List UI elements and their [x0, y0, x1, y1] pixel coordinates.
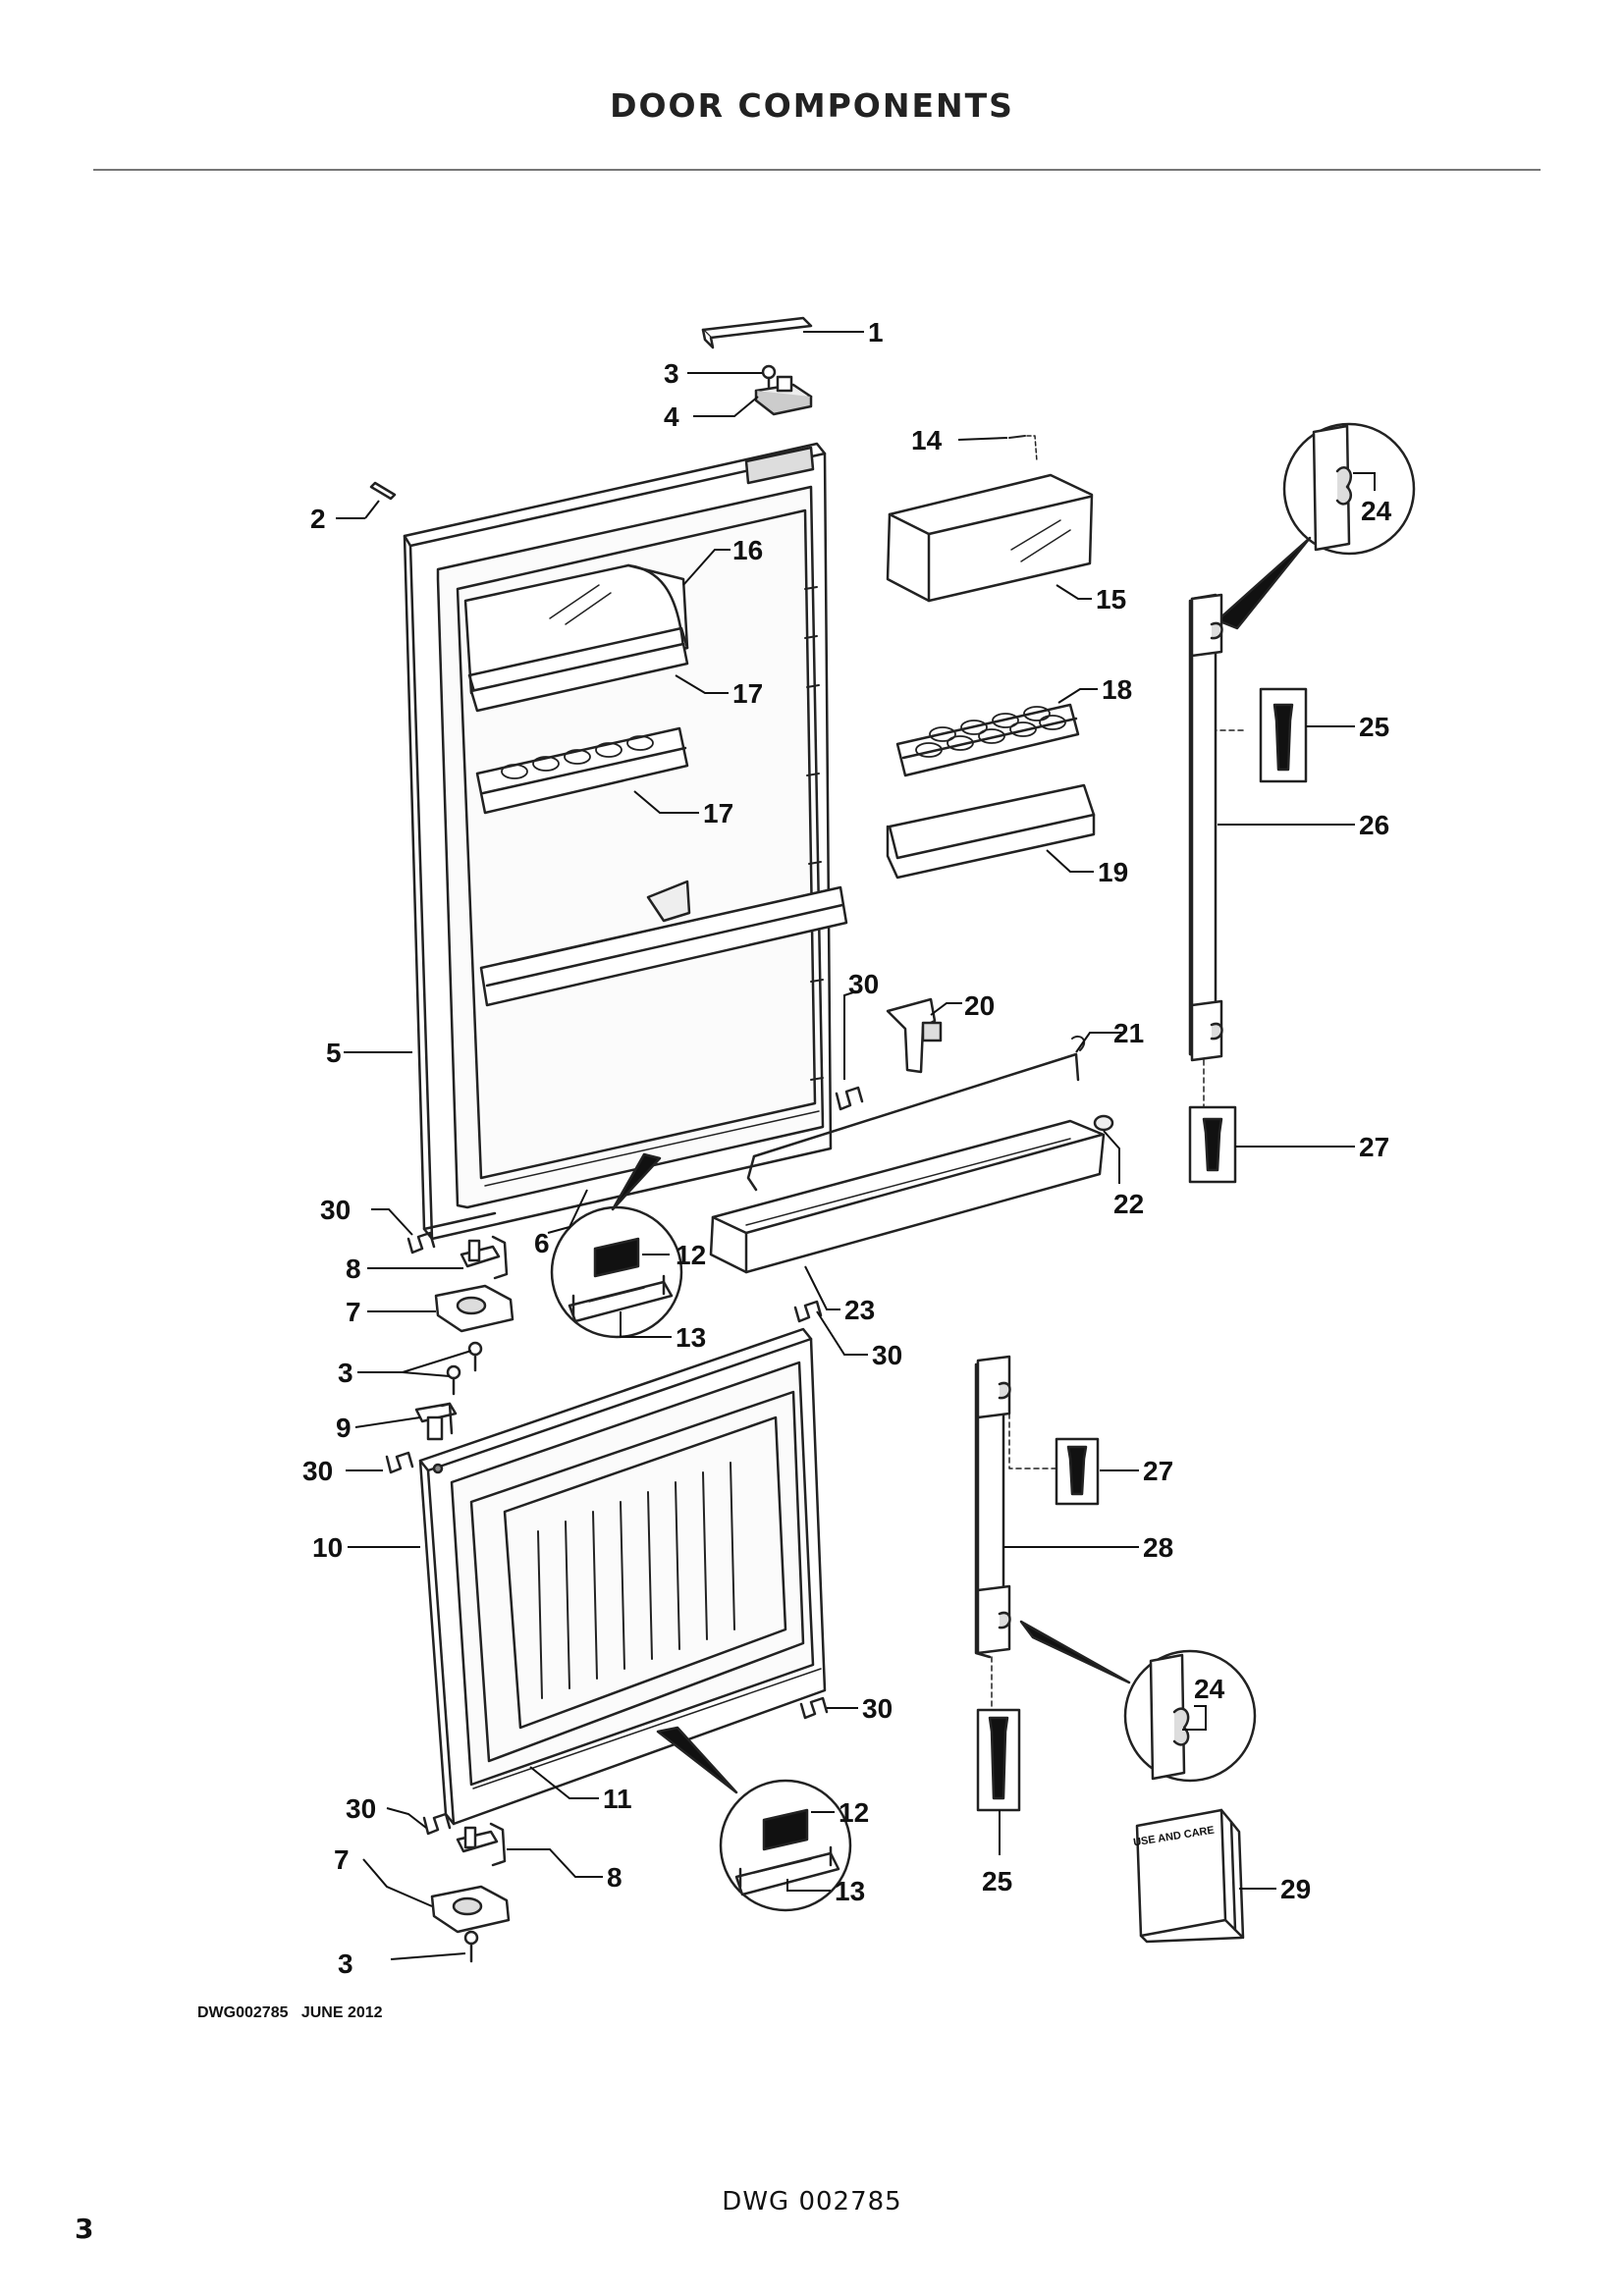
callout-17-middle: 17 — [703, 798, 733, 828]
callout-22: 22 — [1113, 1189, 1144, 1219]
part-top-hinge-cover — [701, 316, 813, 349]
part-door-shelf-upper — [469, 642, 689, 713]
callout-3-middle: 3 — [338, 1358, 353, 1388]
leader-lines — [336, 331, 1376, 1960]
part-bottom-hinge-screw — [463, 1930, 479, 1963]
callout-1: 1 — [868, 317, 884, 347]
part-clip-lower-middle — [793, 1300, 823, 1323]
part-handle-screw-upper — [1259, 687, 1308, 783]
title-divider — [93, 169, 1541, 171]
part-clip-upper-left — [406, 1231, 436, 1255]
part-freezer-handle-screw-lower — [976, 1708, 1021, 1812]
part-bottle-bin — [709, 1119, 1106, 1274]
part-small-door-shelf — [886, 783, 1096, 880]
part-plug-detail-upper — [550, 1152, 683, 1339]
callout-18: 18 — [1102, 674, 1132, 705]
part-use-and-care-manual — [1135, 1808, 1245, 1944]
drawing-code-date: DWG002785 JUNE 2012 — [197, 2004, 383, 2021]
part-top-hinge-bracket — [754, 375, 813, 416]
callout-25-lower: 25 — [982, 1866, 1012, 1896]
part-fridge-door — [403, 442, 833, 1241]
callout-7-upper: 7 — [346, 1297, 361, 1327]
part-clip-freezer-right — [799, 1696, 829, 1720]
callout-6: 6 — [534, 1228, 550, 1258]
callout-2: 2 — [310, 504, 326, 534]
callout-12-upper: 12 — [676, 1240, 706, 1270]
callout-28: 28 — [1143, 1532, 1173, 1563]
callout-30-d: 30 — [302, 1456, 333, 1486]
callout-30-e: 30 — [862, 1693, 893, 1724]
part-butter-compartment-cover — [886, 473, 1094, 603]
part-door-pin — [369, 481, 397, 501]
part-middle-hinge-screws — [446, 1341, 483, 1396]
callout-11: 11 — [603, 1784, 632, 1814]
part-clip-upper-middle — [835, 1086, 864, 1111]
callout-26: 26 — [1359, 810, 1389, 840]
part-middle-hinge — [434, 1284, 514, 1333]
callout-24-upper: 24 — [1361, 496, 1392, 526]
part-freezer-handle-screw-upper — [1055, 1437, 1100, 1506]
part-bottom-hinge-pin — [456, 1822, 507, 1867]
part-dairy-compartment — [463, 563, 689, 697]
callout-3-bottom: 3 — [338, 1949, 353, 1979]
callout-17-upper: 17 — [732, 678, 763, 709]
part-top-hinge-screw — [761, 364, 777, 393]
part-freezer-hinge — [414, 1402, 458, 1441]
callout-14: 14 — [911, 425, 943, 455]
part-fridge-door-handle — [1188, 593, 1246, 1110]
callout-25-upper: 25 — [1359, 712, 1389, 742]
callout-29: 29 — [1280, 1874, 1311, 1904]
part-clip-freezer-left — [422, 1812, 452, 1836]
part-freezer-door — [418, 1327, 827, 1826]
part-middle-hinge-pin — [460, 1235, 509, 1280]
callout-27-upper: 27 — [1359, 1132, 1389, 1162]
callout-labels: 1 3 4 14 2 16 15 24 17 18 25 17 26 19 30… — [302, 317, 1392, 1979]
footer-drawing-number: DWG 002785 — [722, 2187, 902, 2216]
part-door-gasket — [484, 1110, 820, 1187]
part-handle-screw-lower — [1188, 1105, 1237, 1184]
callout-30-c: 30 — [872, 1340, 902, 1370]
part-bottle-rail — [746, 1035, 1086, 1192]
callout-27-lower: 27 — [1143, 1456, 1173, 1486]
callout-16: 16 — [732, 535, 763, 565]
callout-13-upper: 13 — [676, 1322, 706, 1353]
part-large-door-bin — [479, 880, 848, 1007]
callout-30-b: 30 — [320, 1195, 351, 1225]
part-plug-detail-lower — [656, 1726, 852, 1912]
part-door-shelf-middle — [475, 726, 689, 815]
callout-7-lower: 7 — [334, 1844, 350, 1875]
part-bottom-hinge — [430, 1885, 511, 1934]
part-bottle-retainer — [886, 997, 943, 1074]
part-butter-screw — [1008, 435, 1038, 462]
part-freezer-door-handle — [974, 1355, 1059, 1709]
part-rail-end-cap — [1093, 1114, 1114, 1132]
page-number: 3 — [75, 2213, 94, 2245]
callout-30-f: 30 — [346, 1793, 376, 1824]
callout-8-upper: 8 — [346, 1254, 361, 1284]
callout-13-lower: 13 — [835, 1876, 865, 1906]
part-clip-lower-left — [385, 1451, 414, 1474]
callout-10: 10 — [312, 1532, 343, 1563]
page-title: DOOR COMPONENTS — [610, 86, 1014, 125]
callout-8-lower: 8 — [607, 1862, 623, 1893]
callout-20: 20 — [964, 990, 995, 1021]
callout-5: 5 — [326, 1038, 342, 1068]
callout-4: 4 — [664, 401, 679, 432]
callout-3-top: 3 — [664, 358, 679, 389]
callout-30-a: 30 — [848, 969, 879, 999]
callout-21: 21 — [1113, 1018, 1144, 1048]
callout-15: 15 — [1096, 584, 1126, 614]
callout-12-lower: 12 — [839, 1797, 869, 1828]
callout-23: 23 — [844, 1295, 875, 1325]
callout-9: 9 — [336, 1413, 352, 1443]
callout-24-lower: 24 — [1194, 1674, 1225, 1704]
part-egg-tray — [895, 703, 1080, 777]
part-handle-end-detail-lower — [1019, 1620, 1257, 1783]
part-handle-end-detail-upper — [1216, 422, 1416, 630]
callout-19: 19 — [1098, 857, 1128, 887]
